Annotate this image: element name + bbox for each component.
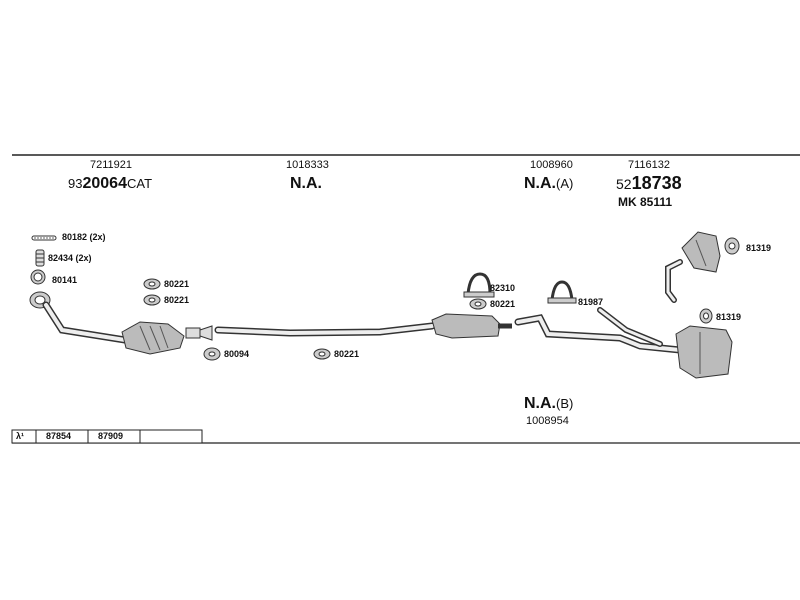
group3-ref: 1008960 (530, 159, 573, 171)
group1-ref: 7211921 (90, 159, 133, 171)
group5-code: N.A.(B) (524, 396, 573, 412)
connector-clamp (199, 325, 213, 341)
rear-pipe (514, 307, 684, 354)
group1-code-suffix: CAT (126, 176, 153, 191)
part-label-80182: 80182 (2x) (62, 232, 106, 242)
gasket-icon (143, 294, 161, 306)
legend-symbol: λ¹ (16, 431, 25, 441)
group1-code-main: 20064 (82, 175, 127, 192)
group1-code-prefix: 93 (68, 176, 83, 191)
gasket-icon (203, 347, 221, 361)
bolt-icon (31, 235, 57, 241)
legend-table (11, 429, 203, 444)
group5-code-suffix: (B) (556, 396, 574, 411)
part-label-80141: 80141 (52, 275, 78, 285)
group4-mk: MK 85111 (618, 195, 673, 209)
part-label-81987: 81987 (578, 297, 604, 307)
group4-code-prefix: 52 (616, 176, 632, 192)
group3-code-suffix: (A) (556, 176, 574, 191)
group1-code: 9320064CAT (68, 176, 152, 192)
part-label-82434: 82434 (2x) (48, 253, 92, 263)
group5-code-main: N.A. (524, 395, 556, 412)
heat-shield (681, 231, 721, 273)
part-label-80221-a: 80221 (164, 279, 190, 289)
intermediate-pipe (214, 322, 436, 337)
part-label-80221-b: 80221 (164, 295, 190, 305)
part-label-81319-b: 81319 (716, 312, 742, 322)
group4-ref: 7116132 (628, 159, 671, 171)
front-pipe (29, 291, 129, 344)
group2-ref: 1018333 (286, 159, 329, 171)
rubber-mount-icon (724, 237, 740, 255)
catalytic-converter (121, 321, 201, 355)
rubber-mount-icon (699, 308, 713, 324)
part-label-80094: 80094 (224, 349, 250, 359)
part-label-80221-c: 80221 (334, 349, 360, 359)
group2-code: N.A. (290, 175, 322, 192)
group3-code-main: N.A. (524, 175, 556, 192)
part-label-82310: 82310 (490, 283, 516, 293)
clamp-icon (463, 272, 495, 298)
group5-ref: 1008954 (526, 415, 569, 427)
tailpipe (665, 259, 683, 303)
gasket-icon (313, 348, 331, 360)
part-label-81319-a: 81319 (746, 243, 772, 253)
group3-code: N.A.(A) (524, 176, 573, 192)
legend-code-2: 87909 (98, 431, 124, 441)
middle-silencer (431, 313, 512, 339)
part-label-80221-d: 80221 (490, 299, 516, 309)
rear-silencer (675, 325, 733, 379)
clamp-icon (547, 280, 577, 304)
spring-icon (35, 249, 45, 267)
gasket-icon (143, 278, 161, 290)
group4-code-main: 18738 (631, 173, 682, 193)
group4-code: 5218738 (616, 174, 682, 193)
legend-code-1: 87854 (46, 431, 72, 441)
gasket-icon (469, 298, 487, 310)
ring-gasket-icon (30, 269, 46, 285)
